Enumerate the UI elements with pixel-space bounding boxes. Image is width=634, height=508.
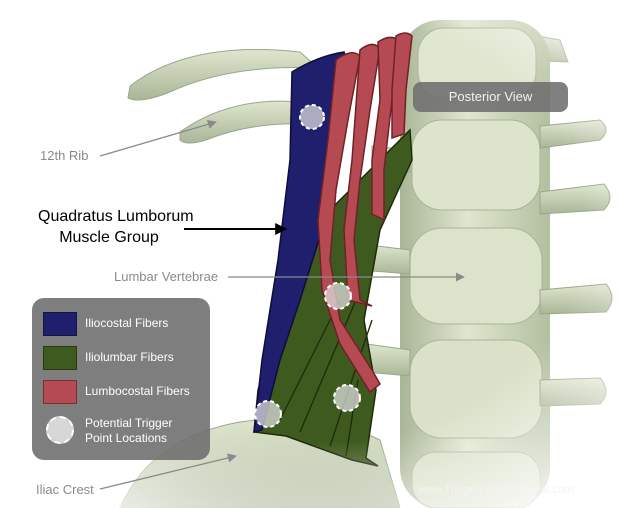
twelfth-rib-label: 12th Rib xyxy=(40,148,89,163)
twelfth-rib-bone xyxy=(179,100,307,144)
posterior-view-badge: Posterior View xyxy=(413,82,568,112)
legend-label-lumbocostal: Lumbocostal Fibers xyxy=(85,384,190,398)
rib-label-arrow xyxy=(99,119,217,157)
trigger-point-lower-left xyxy=(254,400,282,428)
legend-item-lumbocostal: Lumbocostal Fibers xyxy=(43,380,208,406)
legend-swatch-iliocostal xyxy=(43,312,77,336)
title-line-1: Quadratus Lumborum xyxy=(38,208,194,225)
legend-swatch-lumbocostal xyxy=(43,380,77,404)
title-line-2: Muscle Group xyxy=(59,229,159,246)
legend-item-trigger-points: Potential Trigger Point Locations xyxy=(43,416,208,448)
legend-item-iliocostal: Iliocostal Fibers xyxy=(43,312,208,338)
legend-label-trigger-points: Potential Trigger Point Locations xyxy=(85,416,172,446)
legend-panel: Iliocostal Fibers Iliolumbar Fibers Lumb… xyxy=(32,298,210,460)
legend-trigger-line-1: Potential Trigger xyxy=(85,416,173,430)
website-credit: www.TriggerPointTherapist.com xyxy=(418,484,574,496)
lumbar-vertebrae-label: Lumbar Vertebrae xyxy=(114,269,219,284)
diagram-title: Quadratus Lumborum Muscle Group xyxy=(38,206,194,248)
legend-trigger-line-2: Point Locations xyxy=(85,431,168,445)
legend-label-iliolumbar: Iliolumbar Fibers xyxy=(85,350,174,364)
legend-item-iliolumbar: Iliolumbar Fibers xyxy=(43,346,208,372)
trigger-point-upper xyxy=(299,104,325,130)
trigger-point-middle xyxy=(324,282,352,310)
legend-swatch-iliolumbar xyxy=(43,346,77,370)
iliac-crest-label: Iliac Crest xyxy=(36,482,94,497)
legend-label-iliocostal: Iliocostal Fibers xyxy=(85,316,169,330)
trigger-point-circle-icon xyxy=(46,416,74,444)
trigger-point-lower-right xyxy=(333,384,361,412)
rib-upper-left xyxy=(127,49,320,101)
iliac-label-arrow xyxy=(99,453,237,490)
